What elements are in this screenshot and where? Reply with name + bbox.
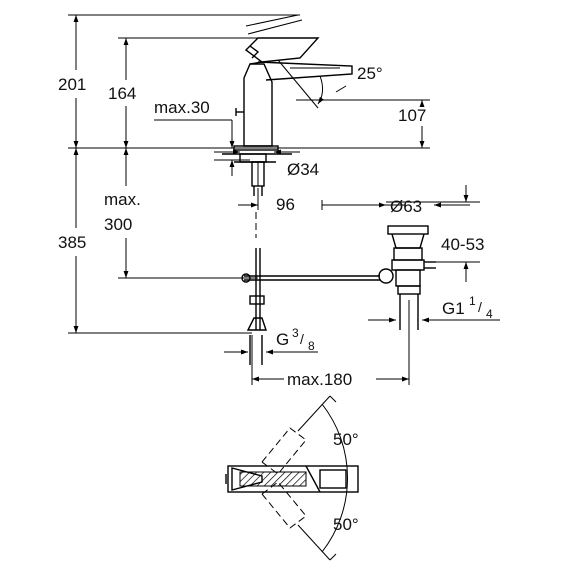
handle-angle-label: 25° <box>357 64 383 83</box>
dimension-below-deck: 385 <box>58 148 86 333</box>
dimension-supply-thread: G 3 / 8 <box>224 326 318 355</box>
max-reach-label: max.180 <box>287 370 352 389</box>
swivel-bottom-label: 50° <box>333 515 359 534</box>
supply-thread-num: 3 <box>292 326 299 340</box>
dimension-max-thickness: max.30 <box>154 98 250 176</box>
waste-thread-num: 1 <box>469 294 476 308</box>
svg-text:/: / <box>478 299 482 315</box>
faucet-plan-view <box>225 395 359 561</box>
swivel-top-label: 50° <box>333 430 359 449</box>
dimension-max-reach: max.180 <box>252 370 409 389</box>
supply-thread-den: 8 <box>308 339 315 353</box>
hole-diameter-label: Ø34 <box>287 160 319 179</box>
waste-range-label: 40-53 <box>441 235 484 254</box>
waste-assembly <box>387 225 436 330</box>
waste-offset-label: 96 <box>276 195 295 214</box>
below-deck-label: 385 <box>58 233 86 252</box>
dimension-handle-angle: 25° <box>277 59 383 109</box>
dimension-total-height: 201 <box>58 15 86 148</box>
swivel-range-upper <box>261 395 337 475</box>
dimension-max-length: max. 300 <box>104 148 141 278</box>
outlet-height-label: 107 <box>398 106 426 125</box>
total-height-label: 201 <box>58 75 86 94</box>
dimension-waste-offset: 96 <box>238 188 406 214</box>
max-length-label-line1: max. <box>104 190 141 209</box>
supply-thread-main: G <box>276 330 289 349</box>
dimension-outlet-height: 107 <box>398 100 426 148</box>
waste-thread-main: G1 <box>442 299 465 318</box>
max-length-label-line2: 300 <box>104 215 132 234</box>
dimension-spout-height: 164 <box>108 38 136 148</box>
svg-text:/: / <box>300 331 304 347</box>
dimension-hole-diameter: Ø34 <box>214 149 319 179</box>
waste-diameter-label: Ø63 <box>390 197 422 216</box>
dimension-waste-range: 40-53 <box>441 185 484 282</box>
faucet-side-view <box>222 14 353 365</box>
dimension-waste-thread: G1 1 / 4 <box>368 294 500 323</box>
dimension-swivel: 50° 50° <box>333 430 359 534</box>
pop-up-linkage <box>241 268 394 284</box>
dimension-waste-diameter: Ø63 <box>350 197 470 216</box>
spout-height-label: 164 <box>108 84 136 103</box>
waste-thread-den: 4 <box>486 307 493 321</box>
max-thickness-label: max.30 <box>154 98 210 117</box>
